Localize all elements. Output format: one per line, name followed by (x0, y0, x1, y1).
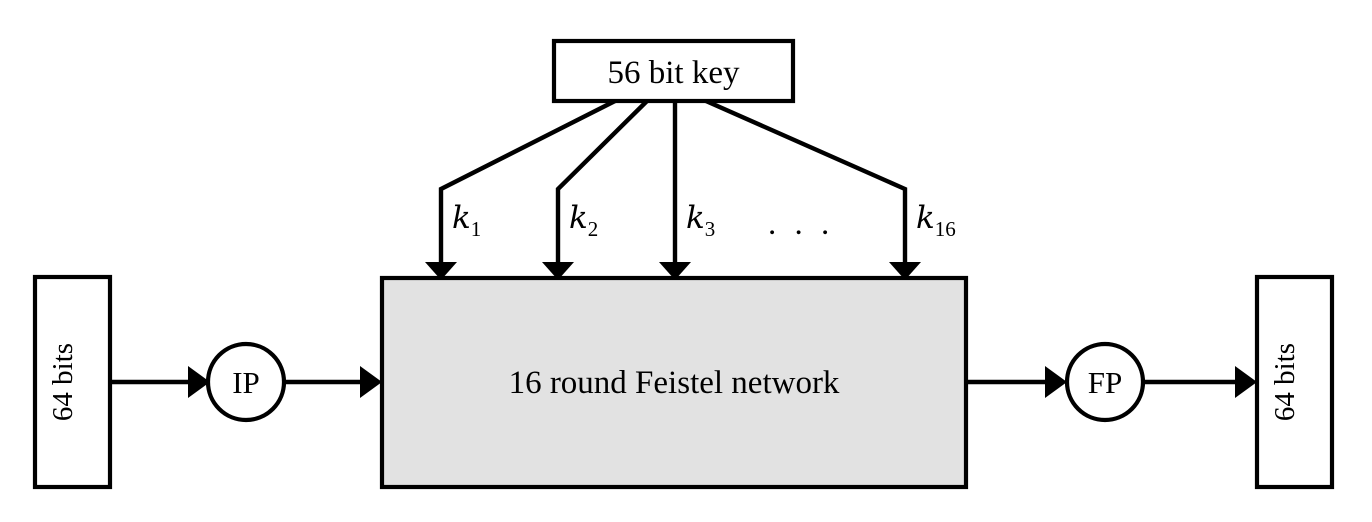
round-key-base-k3: k (686, 200, 705, 236)
connector-ip-to-feistel (284, 366, 382, 398)
arrowhead-input-to-ip (188, 366, 210, 398)
arrowhead-fp-to-output (1235, 366, 1257, 398)
round-key-sub-k2: 2 (588, 217, 599, 241)
initial-permutation-label: IP (232, 365, 260, 400)
output-block-rect (1254, 274, 1335, 490)
arrowhead-k3 (659, 262, 691, 280)
fanline-k1 (438, 99, 616, 268)
input-block[interactable]: 64 bits (32, 274, 113, 490)
feistel-block-rect (379, 275, 969, 490)
key-block[interactable]: 56 bit key (551, 38, 796, 104)
round-key-ellipsis: . . . (768, 206, 834, 242)
round-key-sub-k3: 3 (705, 217, 716, 241)
round-key-label-k2: k2 (569, 200, 598, 241)
arrowhead-feistel-to-fp (1045, 366, 1067, 398)
round-key-label-k1: k1 (452, 200, 481, 241)
feistel-block-label: 16 round Feistel network (509, 365, 840, 401)
round-key-fanout (425, 98, 921, 280)
connector-feistel-to-fp (966, 366, 1067, 398)
round-key-base-k1: k (452, 200, 471, 236)
arrowhead-ip-to-feistel (360, 366, 382, 398)
fanline-k2 (555, 99, 649, 268)
final-permutation-label: FP (1088, 365, 1122, 400)
round-key-label-k3: k3 (686, 200, 715, 241)
round-key-sub-k16: 16 (935, 217, 956, 241)
output-block-label: 64 bits (1269, 343, 1301, 421)
round-key-labels: k1 k2 k3 . . . k16 (452, 200, 956, 242)
arrowhead-k1 (425, 262, 457, 280)
round-key-label-k16: k16 (916, 200, 956, 241)
arrowhead-k2 (542, 262, 574, 280)
round-key-base-k2: k (569, 200, 588, 236)
key-block-label: 56 bit key (608, 55, 740, 91)
initial-permutation-node[interactable]: IP (205, 341, 287, 423)
connector-fp-to-output (1143, 366, 1257, 398)
round-key-base-k16: k (916, 200, 935, 236)
connector-input-to-ip (110, 366, 210, 398)
arrowhead-k16 (889, 262, 921, 280)
final-permutation-node[interactable]: FP (1064, 341, 1146, 423)
input-block-label: 64 bits (47, 343, 79, 421)
round-key-sub-k1: 1 (471, 217, 482, 241)
output-block[interactable]: 64 bits (1254, 274, 1335, 490)
fanline-k16 (705, 98, 908, 268)
feistel-block[interactable]: 16 round Feistel network (379, 275, 969, 490)
